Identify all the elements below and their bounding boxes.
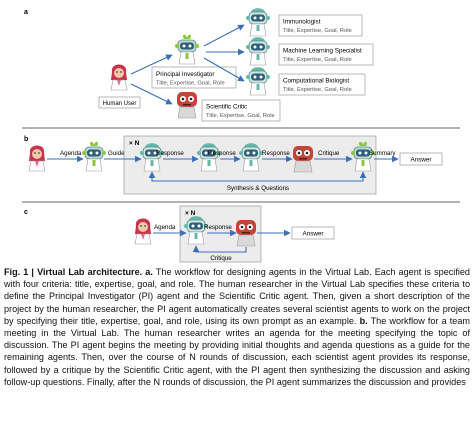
- c-answer-box: [291, 226, 335, 240]
- caption-b-text: The workflow for a team meeting in the V…: [4, 315, 470, 387]
- agent-2-box: [278, 43, 374, 66]
- b-synthesis-loop: [148, 171, 367, 182]
- figure-diagram: a Human User Principal Investigator Titl…: [22, 7, 460, 263]
- human-user-icon-b: [28, 145, 46, 172]
- b-answer-label: Answer: [411, 157, 432, 164]
- pi-robot-icon: [174, 34, 200, 65]
- scientist-robot-icon-1: [245, 7, 271, 37]
- scientist-robot-icon-2: [245, 36, 271, 66]
- agent-3-title: Computational Biologist: [283, 78, 349, 85]
- c-critique-loop: [192, 245, 247, 253]
- arrow-pi-to-agent-3: [203, 57, 245, 82]
- b-guide-label: Guide: [108, 150, 125, 157]
- human-user-box: [98, 96, 141, 109]
- critic-robot-icon-c: [235, 219, 257, 247]
- b-response-label-2: Response: [208, 150, 236, 157]
- critic-box: [201, 99, 281, 122]
- human-user-icon: [110, 64, 128, 91]
- c-answer-label: Answer: [303, 231, 324, 238]
- pi-sub: Title, Expertise, Goal, Role: [156, 81, 225, 87]
- b-response-label-3: Response: [262, 150, 290, 157]
- agent-1-sub: Title, Expertise, Goal, Role: [283, 28, 352, 34]
- c-critique-label: Critique: [210, 255, 232, 262]
- pi-robot-icon-b: [81, 141, 107, 172]
- panel-b-letter: b: [24, 136, 28, 143]
- caption-b-label: b.: [359, 315, 368, 326]
- panel-c-repeat-label: × N: [185, 210, 196, 217]
- figure-caption: Fig. 1 | Virtual Lab architecture. a. Th…: [4, 266, 470, 388]
- b-response-label-1: Response: [156, 150, 184, 157]
- agent-3-box: [278, 73, 366, 96]
- panel-c-letter: c: [24, 209, 28, 216]
- arrow-human-to-critic: [130, 83, 173, 105]
- scientist-robot-icon-3: [245, 66, 271, 96]
- panel-a-letter: a: [24, 9, 28, 16]
- human-user-label: Human User: [103, 101, 137, 107]
- panel-b-repeat-label: × N: [129, 140, 140, 147]
- critic-robot-icon: [176, 91, 198, 119]
- critic-sub: Title, Expertise, Goal, Role: [206, 113, 275, 119]
- b-synthesis-label: Synthesis & Questions: [227, 185, 289, 192]
- critic-title: Scientific Critic: [206, 104, 247, 111]
- b-answer-box: [399, 152, 443, 166]
- pi-title: Principal Investigator: [156, 71, 214, 78]
- arrow-pi-to-agent-1: [203, 24, 245, 47]
- b-agenda-label: Agenda: [60, 150, 82, 157]
- c-response-label: Response: [204, 224, 232, 231]
- c-agenda-label: Agenda: [154, 224, 176, 231]
- agent-2-title: Machine Learning Specialist: [283, 48, 362, 55]
- pi-box: [151, 66, 237, 89]
- agent-2-sub: Title, Expertise, Goal, Role: [283, 57, 352, 63]
- b-summary-label: Summary: [369, 150, 396, 157]
- critic-robot-icon-b: [292, 145, 314, 173]
- human-user-icon-c: [134, 218, 152, 245]
- agent-1-title: Immunologist: [283, 19, 321, 26]
- caption-a-label: a.: [145, 267, 153, 277]
- caption-prefix: Fig. 1 | Virtual Lab architecture.: [4, 267, 143, 277]
- agent-3-sub: Title, Expertise, Goal, Role: [283, 87, 352, 93]
- agent-1-box: [278, 14, 363, 37]
- arrow-human-to-pi: [130, 54, 173, 75]
- b-critique-label: Critique: [318, 150, 340, 157]
- caption-a-text: The workflow for designing agents in the…: [4, 267, 470, 326]
